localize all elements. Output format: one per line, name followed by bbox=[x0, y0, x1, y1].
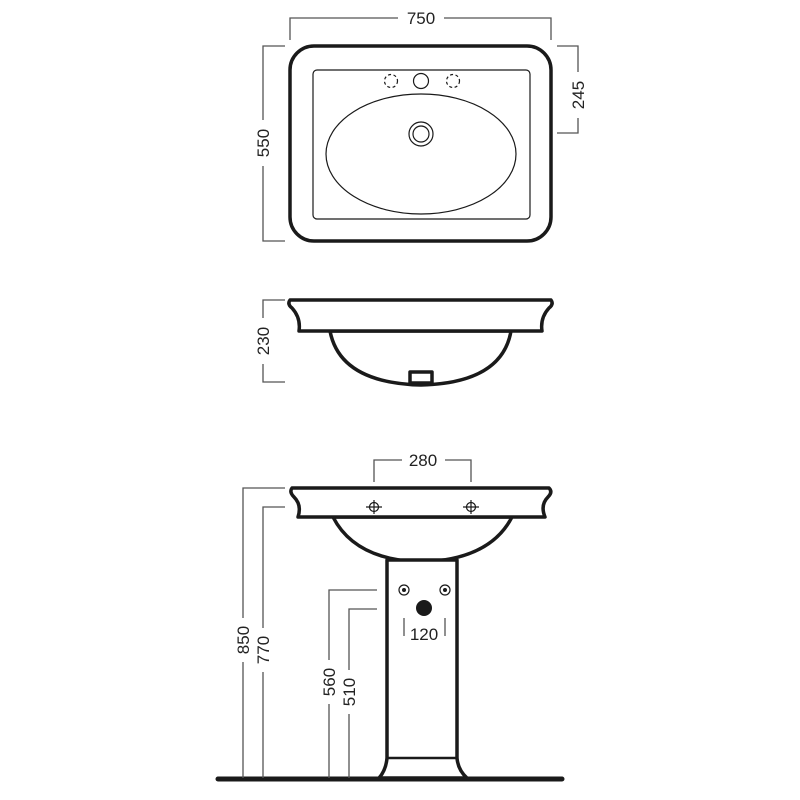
rim-side bbox=[287, 298, 554, 333]
tap-hole-left-front-icon bbox=[366, 500, 382, 514]
dim-label-280: 280 bbox=[409, 451, 437, 470]
top-view: 750 550 245 bbox=[254, 9, 588, 243]
dim-label-750: 750 bbox=[407, 9, 435, 28]
dim-line-120 bbox=[403, 618, 446, 636]
dim-line-230 bbox=[262, 299, 285, 383]
dim-label-120: 120 bbox=[410, 625, 438, 644]
bowl-ellipse bbox=[325, 93, 517, 215]
tap-hole-right-front-icon bbox=[463, 500, 479, 514]
dim-line-770 bbox=[262, 506, 285, 778]
drain-side bbox=[408, 370, 434, 385]
bowl-front bbox=[331, 515, 514, 564]
dim-label-510: 510 bbox=[340, 678, 359, 706]
dim-line-280 bbox=[373, 459, 472, 482]
dim-line-245 bbox=[557, 45, 579, 134]
drain-inner-icon bbox=[412, 125, 430, 143]
dim-label-245: 245 bbox=[569, 81, 588, 109]
waste-outlet-icon bbox=[416, 600, 432, 616]
dim-label-230: 230 bbox=[254, 327, 273, 355]
tap-hole-center-icon bbox=[412, 72, 430, 90]
basin-outline-top bbox=[288, 44, 553, 243]
dim-line-750 bbox=[289, 17, 552, 40]
rim-front bbox=[289, 486, 553, 519]
pedestal bbox=[377, 558, 469, 780]
dim-line-850 bbox=[242, 487, 285, 778]
tap-hole-left-icon bbox=[383, 73, 399, 89]
supply-right-icon bbox=[439, 584, 451, 596]
dim-label-560: 560 bbox=[320, 668, 339, 696]
dim-line-510 bbox=[348, 608, 377, 778]
bowl-side bbox=[328, 329, 513, 387]
dim-label-850: 850 bbox=[234, 626, 253, 654]
basin-inner-deck bbox=[312, 69, 531, 220]
dim-line-550 bbox=[262, 45, 285, 242]
front-view: 120 280 850 770 560 510 bbox=[215, 451, 565, 782]
supply-left-icon bbox=[398, 584, 410, 596]
side-view: 230 bbox=[254, 298, 554, 387]
drain-outer-icon bbox=[408, 121, 434, 147]
tap-hole-right-icon bbox=[445, 73, 461, 89]
dim-label-770: 770 bbox=[254, 636, 273, 664]
dim-label-550: 550 bbox=[254, 129, 273, 157]
dim-line-560 bbox=[328, 589, 377, 778]
